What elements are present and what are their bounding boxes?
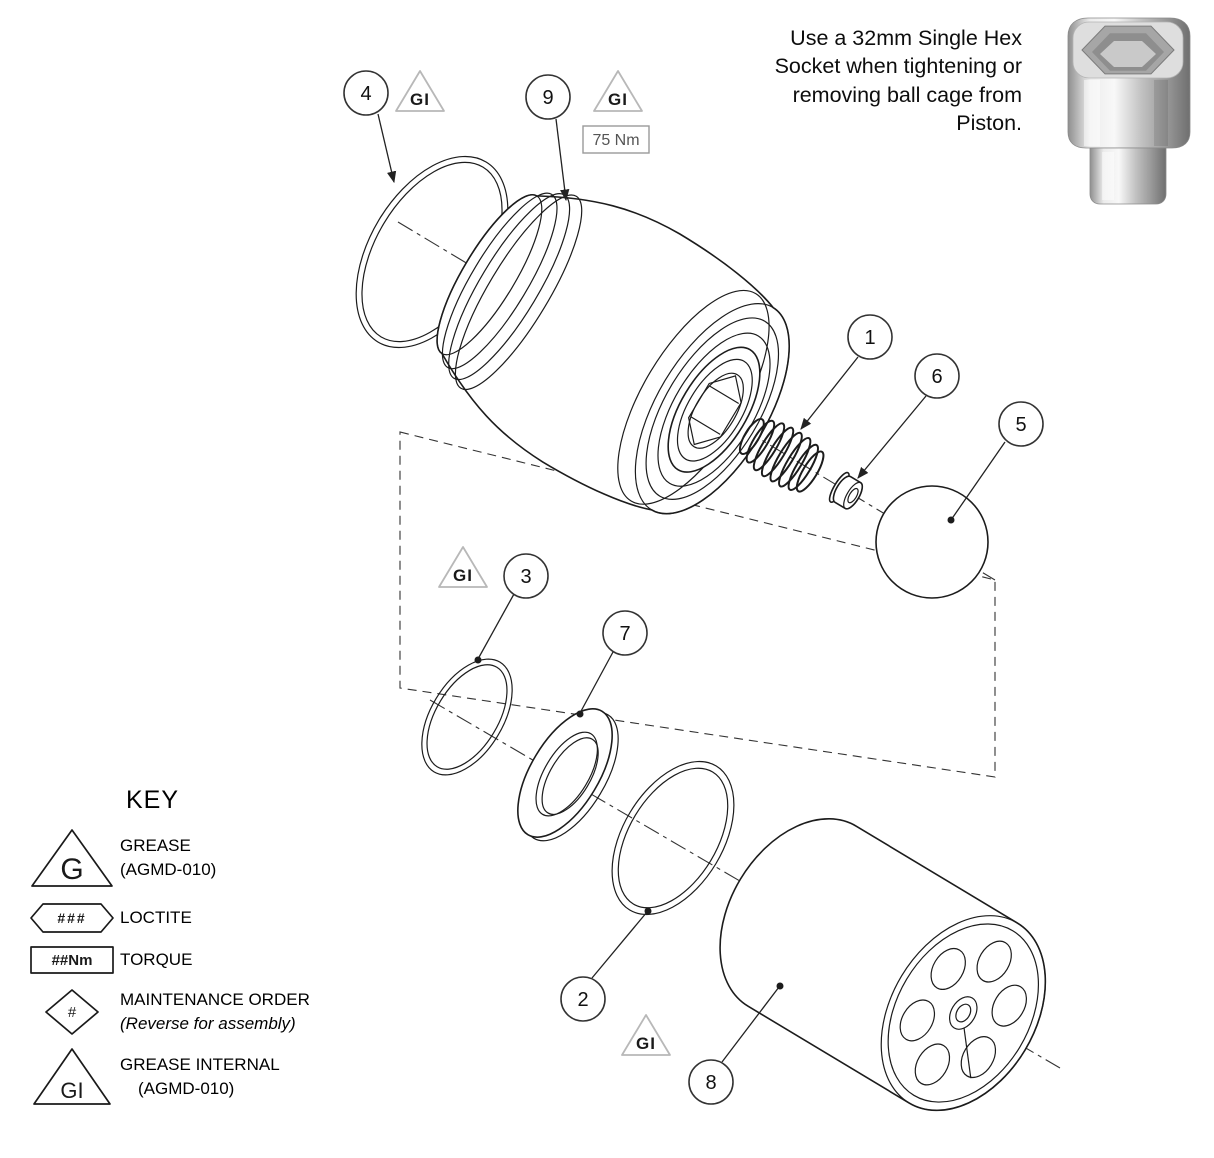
loctite-hex-icon: ### bbox=[30, 903, 114, 933]
callout-number-9: 9 bbox=[542, 87, 553, 109]
leader-dot-7 bbox=[576, 710, 584, 718]
leader-dot-2 bbox=[644, 907, 652, 915]
grease-internal-marker-9: GI bbox=[593, 70, 643, 112]
callout-balloon-4: 4 bbox=[343, 70, 389, 116]
washer-item-7 bbox=[517, 708, 619, 842]
svg-text:##Nm: ##Nm bbox=[52, 952, 93, 969]
gi-triangle-icon bbox=[438, 546, 488, 588]
leader-dot-5 bbox=[947, 516, 955, 524]
callout-balloon-2: 2 bbox=[560, 976, 606, 1022]
leader-line-6 bbox=[857, 395, 927, 479]
callout-balloon-3: 3 bbox=[503, 553, 549, 599]
callout-balloon-1: 1 bbox=[847, 314, 893, 360]
socket-note-text: Use a 32mm Single Hex Socket when tighte… bbox=[774, 26, 1022, 136]
torque-callout: 75 Nm bbox=[582, 125, 650, 154]
grease-internal-marker-4: GI bbox=[395, 70, 445, 112]
callout-number-7: 7 bbox=[619, 623, 630, 645]
svg-text:#: # bbox=[68, 1004, 77, 1021]
callout-number-6: 6 bbox=[931, 366, 942, 388]
leader-line-9 bbox=[555, 118, 570, 202]
grease-triangle-icon: G bbox=[31, 829, 113, 887]
key-label-maintenance: MAINTENANCE ORDER bbox=[120, 990, 310, 1010]
nut-item-6 bbox=[828, 471, 864, 510]
callout-balloon-6: 6 bbox=[914, 353, 960, 399]
gi-label: GI bbox=[608, 90, 628, 109]
key-legend: KEY G GREASE (AGMD-010) ### LOCT bbox=[24, 786, 344, 1107]
ball-item-5 bbox=[875, 485, 989, 599]
grease-internal-triangle-icon: GI bbox=[33, 1048, 111, 1105]
grease-internal-marker-8: GI bbox=[621, 1014, 671, 1056]
gi-triangle-icon bbox=[395, 70, 445, 112]
key-row-loctite: ### LOCTITE bbox=[24, 902, 344, 934]
gi-label: GI bbox=[453, 566, 473, 585]
key-label-loctite: LOCTITE bbox=[120, 908, 192, 928]
callout-balloon-8: 8 bbox=[688, 1059, 734, 1105]
torque-box-icon: ##Nm bbox=[30, 946, 114, 974]
callout-number-2: 2 bbox=[577, 989, 588, 1011]
key-label-grease: GREASE bbox=[120, 836, 191, 856]
svg-text:GI: GI bbox=[60, 1078, 83, 1103]
leader-line-4 bbox=[377, 113, 397, 184]
section-plane-dashed bbox=[399, 431, 996, 778]
key-title: KEY bbox=[126, 786, 180, 814]
grease-internal-marker-3: GI bbox=[438, 546, 488, 588]
key-label-grease-internal: GREASE INTERNAL bbox=[120, 1055, 280, 1075]
gi-triangle-icon bbox=[593, 70, 643, 112]
gi-label: GI bbox=[410, 90, 430, 109]
callout-number-5: 5 bbox=[1015, 414, 1026, 436]
key-label-torque: TORQUE bbox=[120, 950, 193, 970]
leader-line-5 bbox=[950, 441, 1006, 521]
leader-dot-3 bbox=[474, 656, 482, 664]
maintenance-diamond-icon: # bbox=[45, 989, 99, 1035]
callout-balloon-9: 9 bbox=[525, 74, 571, 120]
leader-line-2 bbox=[591, 911, 648, 979]
leader-line-7 bbox=[579, 651, 614, 714]
callout-balloon-7: 7 bbox=[602, 610, 648, 656]
key-row-maintenance-order: # MAINTENANCE ORDER (Reverse for assembl… bbox=[24, 988, 344, 1036]
callout-number-8: 8 bbox=[705, 1072, 716, 1094]
leader-dot-8 bbox=[776, 982, 784, 990]
torque-value: 75 Nm bbox=[592, 132, 639, 149]
gi-label: GI bbox=[636, 1034, 656, 1053]
leader-line-1 bbox=[800, 356, 859, 430]
key-sub-grease-internal: (AGMD-010) bbox=[138, 1079, 235, 1098]
svg-text:G: G bbox=[60, 853, 83, 886]
gi-triangle-icon bbox=[621, 1014, 671, 1056]
key-row-torque: ##Nm TORQUE bbox=[24, 945, 344, 975]
hex-socket-photo bbox=[1067, 17, 1191, 205]
svg-text:###: ### bbox=[57, 910, 86, 926]
key-sub-maintenance: (Reverse for assembly) bbox=[120, 1014, 296, 1033]
oring-item-2 bbox=[611, 760, 735, 916]
callout-balloon-5: 5 bbox=[998, 401, 1044, 447]
callout-number-3: 3 bbox=[520, 566, 531, 588]
ring-item-3 bbox=[421, 658, 513, 776]
cylinder-block-item-8 bbox=[719, 818, 1047, 1112]
callout-number-4: 4 bbox=[360, 83, 371, 105]
key-row-grease-internal: GI GREASE INTERNAL (AGMD-010) bbox=[24, 1047, 344, 1107]
callout-number-1: 1 bbox=[864, 327, 875, 349]
key-row-grease: G GREASE (AGMD-010) bbox=[24, 827, 344, 889]
spring-item-1 bbox=[738, 417, 825, 493]
leader-line-3 bbox=[477, 593, 515, 660]
piston-housing bbox=[436, 192, 790, 515]
key-sub-grease: (AGMD-010) bbox=[120, 860, 217, 879]
leader-line-8 bbox=[721, 986, 780, 1063]
